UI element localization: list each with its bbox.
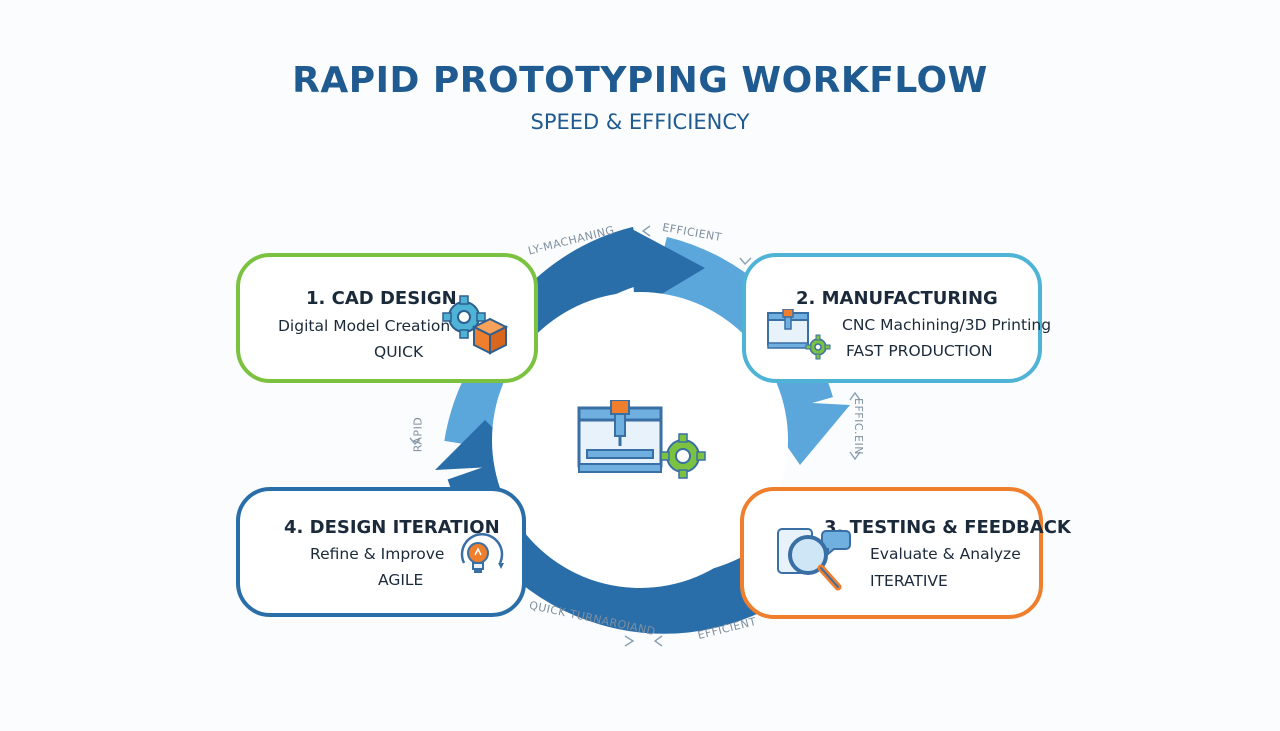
lightbulb-cycle-icon bbox=[460, 533, 504, 573]
step-tag: AGILE bbox=[378, 571, 424, 589]
page-title: RAPID PROTOTYPING WORKFLOW bbox=[292, 60, 988, 101]
flow-label-right: EFFIC.EIN bbox=[851, 398, 865, 455]
step-card-design-iteration: 4. DESIGN ITERATION Refine & Improve AGI… bbox=[236, 487, 526, 617]
step-tag: FAST PRODUCTION bbox=[846, 342, 993, 360]
step-heading: 4. DESIGN ITERATION bbox=[284, 517, 500, 538]
flow-label-left: RAPID bbox=[411, 416, 425, 453]
cycle-arrowhead-manufacturing bbox=[630, 228, 705, 310]
flow-chevrons bbox=[409, 225, 861, 647]
page-subtitle: SPEED & EFFICIENCY bbox=[530, 110, 750, 134]
magnifier-chat-icon bbox=[777, 528, 851, 591]
step-tag: ITERATIVE bbox=[870, 572, 948, 590]
center-cnc-machine-gear-icon bbox=[577, 400, 706, 479]
step-description: Evaluate & Analyze bbox=[870, 545, 1021, 563]
step-heading: 1. CAD DESIGN bbox=[306, 288, 457, 309]
step-card-manufacturing: 2. MANUFACTURING CNC Machining/3D Printi… bbox=[742, 253, 1051, 383]
step-description: Digital Model Creation bbox=[278, 317, 451, 335]
step-card-cad-design: 1. CAD DESIGN Digital Model Creation QUI… bbox=[236, 253, 538, 383]
step-description: Refine & Improve bbox=[310, 545, 445, 563]
step-card-testing-feedback: 3. TESTING & FEEDBACK Evaluate & Analyze… bbox=[740, 487, 1071, 619]
step-heading: 2. MANUFACTURING bbox=[796, 288, 998, 309]
gear-and-cube-icon bbox=[442, 295, 509, 355]
step-tag: QUICK bbox=[374, 343, 424, 361]
step-description: CNC Machining/3D Printing bbox=[842, 316, 1052, 334]
cnc-machine-gear-icon bbox=[767, 309, 831, 360]
step-heading: 3. TESTING & FEEDBACK bbox=[824, 517, 1071, 538]
